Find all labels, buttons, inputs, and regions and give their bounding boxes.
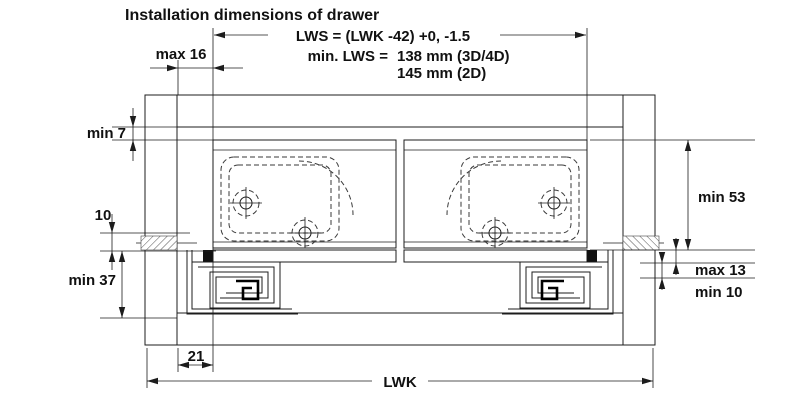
cabinet-carcase	[144, 94, 656, 346]
drawer-bottom-panel	[203, 249, 397, 263]
drawer-half-right	[402, 138, 666, 316]
ten-label: 10	[95, 207, 112, 224]
screw-boss	[230, 187, 262, 219]
min-lws-value-2d: 145 mm (2D)	[397, 65, 486, 82]
min37-label: min 37	[68, 272, 116, 289]
drawer-side-profile	[212, 139, 397, 249]
dim-min37: min 37	[68, 251, 177, 319]
min-lws-value-3d4d: 138 mm (3D/4D)	[397, 48, 510, 65]
dim-min10: min 10	[640, 252, 755, 301]
dim-max16: max 16	[150, 46, 243, 72]
max16-label: max 16	[156, 46, 207, 63]
page-title: Installation dimensions of drawer	[125, 7, 379, 24]
cabinet-left-side-panel	[144, 94, 178, 346]
dim-21: 21	[178, 348, 213, 369]
cabinet-bottom-panel	[176, 312, 624, 346]
extension-lines	[146, 28, 654, 388]
max13-label: max 13	[695, 262, 746, 279]
dim-min-lws: min. LWS = 138 mm (3D/4D) 145 mm (2D)	[308, 48, 510, 82]
min-lws-label: min. LWS =	[308, 48, 389, 65]
screw-boss	[289, 217, 321, 248]
min53-label: min 53	[698, 189, 746, 206]
fixing-screw	[136, 235, 197, 251]
cabinet-right-side-panel	[622, 94, 656, 346]
drawer-hook-profile	[236, 279, 260, 301]
hidden-arc	[298, 160, 354, 216]
twentyone-label: 21	[188, 348, 205, 365]
lwk-label: LWK	[383, 374, 416, 391]
dim-10: 10	[95, 207, 216, 270]
dim-min53: min 53	[590, 139, 755, 251]
lws-formula-label: LWS = (LWK -42) +0, -1.5	[296, 28, 470, 45]
dim-min7: min 7	[87, 108, 216, 161]
dim-lws: LWS = (LWK -42) +0, -1.5	[214, 26, 586, 45]
min10-label: min 10	[695, 284, 743, 301]
dim-lwk: LWK	[147, 371, 653, 391]
cabinet-top-panel	[176, 94, 624, 128]
dim-max13: max 13	[640, 238, 755, 279]
drawer-half-left	[136, 139, 397, 315]
runner-profile	[186, 250, 298, 315]
min7-label: min 7	[87, 125, 126, 142]
